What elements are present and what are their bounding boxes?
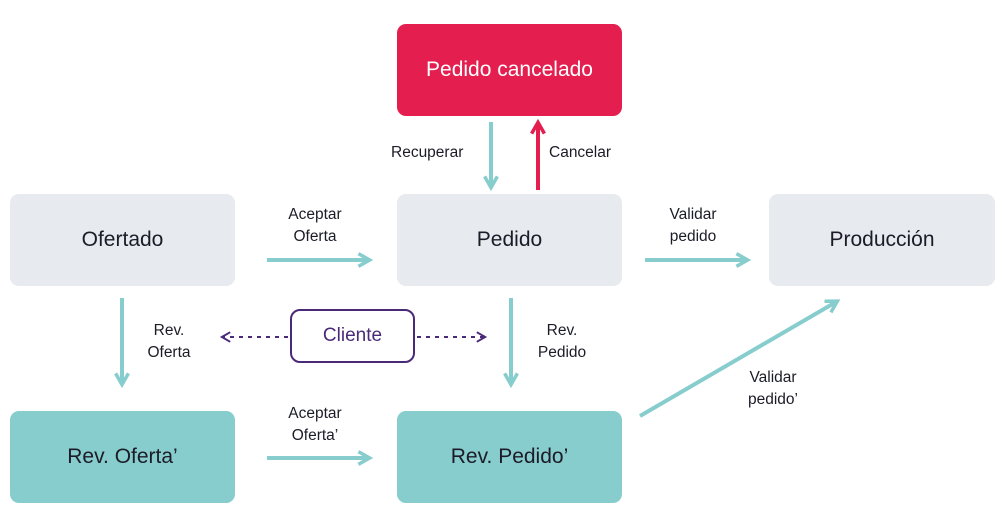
label-rev-oferta: Rev.Oferta [147, 322, 191, 361]
node-produccion: Producción [769, 194, 995, 286]
cliente-actor-box: Cliente [290, 309, 415, 363]
label-recuperar: Recuperar [391, 144, 464, 161]
label-rev-pedido: Rev.Pedido [537, 322, 587, 361]
arrow-validar-pedido-prime [638, 302, 836, 418]
label-cancelar: Cancelar [549, 144, 612, 161]
node-rev-pedido: Rev. Pedido’ [397, 411, 622, 503]
node-ofertado: Ofertado [10, 194, 235, 286]
node-rev-oferta: Rev. Oferta’ [10, 411, 235, 503]
node-pedido: Pedido [397, 194, 622, 286]
node-pedido-cancelado: Pedido cancelado [397, 24, 622, 116]
